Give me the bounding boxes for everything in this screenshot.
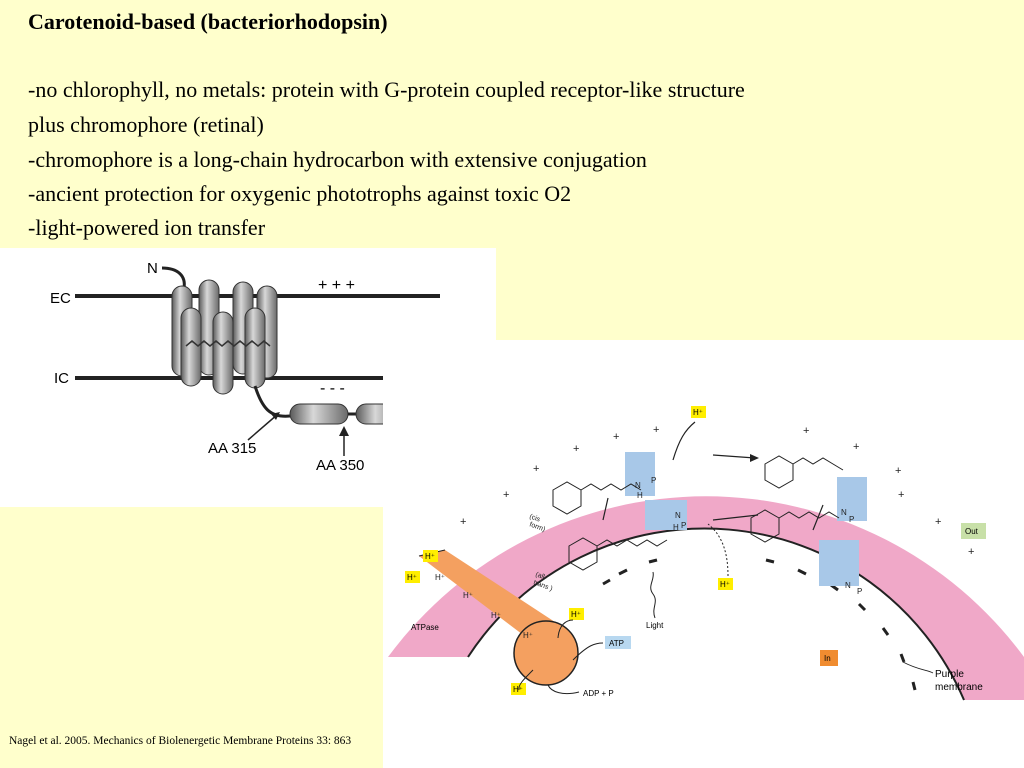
n-terminus-chain: [161, 266, 186, 289]
ic-label: IC: [54, 370, 69, 387]
chromophore-boxes: [625, 452, 867, 586]
retinal-chromophore: [185, 340, 271, 347]
out-label: Out: [965, 527, 979, 536]
cis-label-2: form): [528, 521, 546, 533]
bullet-ancient-protection: -ancient protection for oxygenic phototr…: [28, 181, 572, 206]
svg-text:+: +: [935, 516, 941, 528]
bullet-no-chlorophyll: -no chlorophyll, no metals: protein with…: [28, 77, 745, 102]
adp-label: ADP + P: [583, 689, 614, 698]
topology-diagram: EC IC + + + - - - N C AA 315: [50, 260, 440, 474]
bullet-ion-transfer: -light-powered ion transfer: [28, 215, 266, 240]
cis-label-1: (cis: [528, 513, 541, 523]
light-label: Light: [646, 621, 664, 630]
n-terminus-label: N: [147, 260, 158, 277]
svg-text:+: +: [803, 425, 809, 437]
minus-charges: - - -: [320, 380, 345, 397]
svg-text:+: +: [613, 431, 619, 443]
svg-text:+: +: [503, 489, 509, 501]
in-label: In: [824, 654, 831, 663]
atp-label: ATP: [609, 639, 624, 648]
svg-text:N: N: [841, 508, 847, 517]
outer-positive-charges: + + + + + + + + + + + +: [460, 424, 974, 558]
retinal-structures: [552, 455, 844, 571]
atpase-hplus-1: H⁺: [435, 573, 445, 582]
in-box: [820, 650, 838, 666]
svg-text:H: H: [637, 491, 643, 500]
hplus-box-1: H⁺: [425, 552, 435, 561]
inner-membrane-edge: [467, 527, 965, 701]
chromophore-atom-labels: N P H N P H N P N P: [635, 476, 862, 596]
light-arrow: [650, 571, 656, 619]
out-box: [961, 523, 986, 539]
atpase-label: ATPase: [411, 623, 439, 632]
hplus-box-5: H⁺: [693, 408, 703, 417]
svg-text:+: +: [898, 489, 904, 501]
hplus-box-4: H⁺: [513, 685, 523, 694]
citation: Nagel et al. 2005. Mechanics of Biolener…: [9, 735, 352, 747]
svg-text:P: P: [651, 476, 656, 485]
svg-text:+: +: [895, 465, 901, 477]
purple-membrane-label-1: Purple: [935, 669, 964, 680]
svg-text:P: P: [849, 515, 854, 524]
svg-text:N: N: [845, 581, 851, 590]
atpase-head: [513, 620, 579, 686]
aa350-label: AA 350: [316, 457, 364, 474]
atpase-hplus-2: H⁺: [463, 591, 473, 600]
svg-text:+: +: [533, 463, 539, 475]
membrane-arc: [388, 496, 1024, 700]
ec-label: EC: [50, 290, 71, 307]
purple-membrane-label-2: membrane: [935, 682, 983, 693]
helix-cylinders: [171, 279, 278, 395]
svg-text:+: +: [653, 424, 659, 436]
hplus-box-2: H⁺: [407, 573, 417, 582]
alltrans-label-2: trans ): [532, 579, 553, 592]
svg-text:P: P: [681, 521, 686, 530]
svg-text:+: +: [573, 443, 579, 455]
plus-charges: + + +: [318, 277, 355, 294]
bullet-chromophore-retinal: plus chromophore (retinal): [28, 112, 264, 137]
slide-title: Carotenoid-based (bacteriorhodopsin): [28, 9, 388, 34]
atpase-hplus-4: H⁺: [523, 631, 533, 640]
c-terminal-helix-1: [289, 403, 349, 425]
svg-text:H: H: [673, 523, 679, 532]
c-terminal-chain: [253, 385, 291, 418]
svg-text:+: +: [968, 546, 974, 558]
svg-text:N: N: [635, 481, 641, 490]
svg-text:+: +: [853, 441, 859, 453]
hplus-boxes: H⁺ H⁺ H⁺ H⁺ H⁺ H⁺: [405, 406, 733, 695]
atpase-channel: [419, 550, 558, 650]
alltrans-label-1: (all-: [534, 571, 548, 582]
atp-box: [605, 636, 631, 649]
hplus-box-6: H⁺: [720, 580, 730, 589]
svg-text:P: P: [857, 587, 862, 596]
hplus-box-3: H⁺: [571, 610, 581, 619]
svg-text:N: N: [675, 511, 681, 520]
aa315-label: AA 315: [208, 440, 256, 457]
svg-text:+: +: [460, 516, 466, 528]
atpase-hplus-3: H⁺: [491, 611, 501, 620]
bullet-long-chain: -chromophore is a long-chain hydrocarbon…: [28, 147, 647, 172]
inner-negative-charges: [602, 558, 917, 691]
purple-membrane-figure: + + + + + + + + + + + + ATPase H⁺ H⁺ H⁺ H⁺ H⁺ …: [383, 340, 1024, 768]
purple-membrane-diagram: + + + + + + + + + + + + ATPase H⁺ H⁺ H⁺ H⁺ H⁺ …: [388, 406, 1024, 701]
